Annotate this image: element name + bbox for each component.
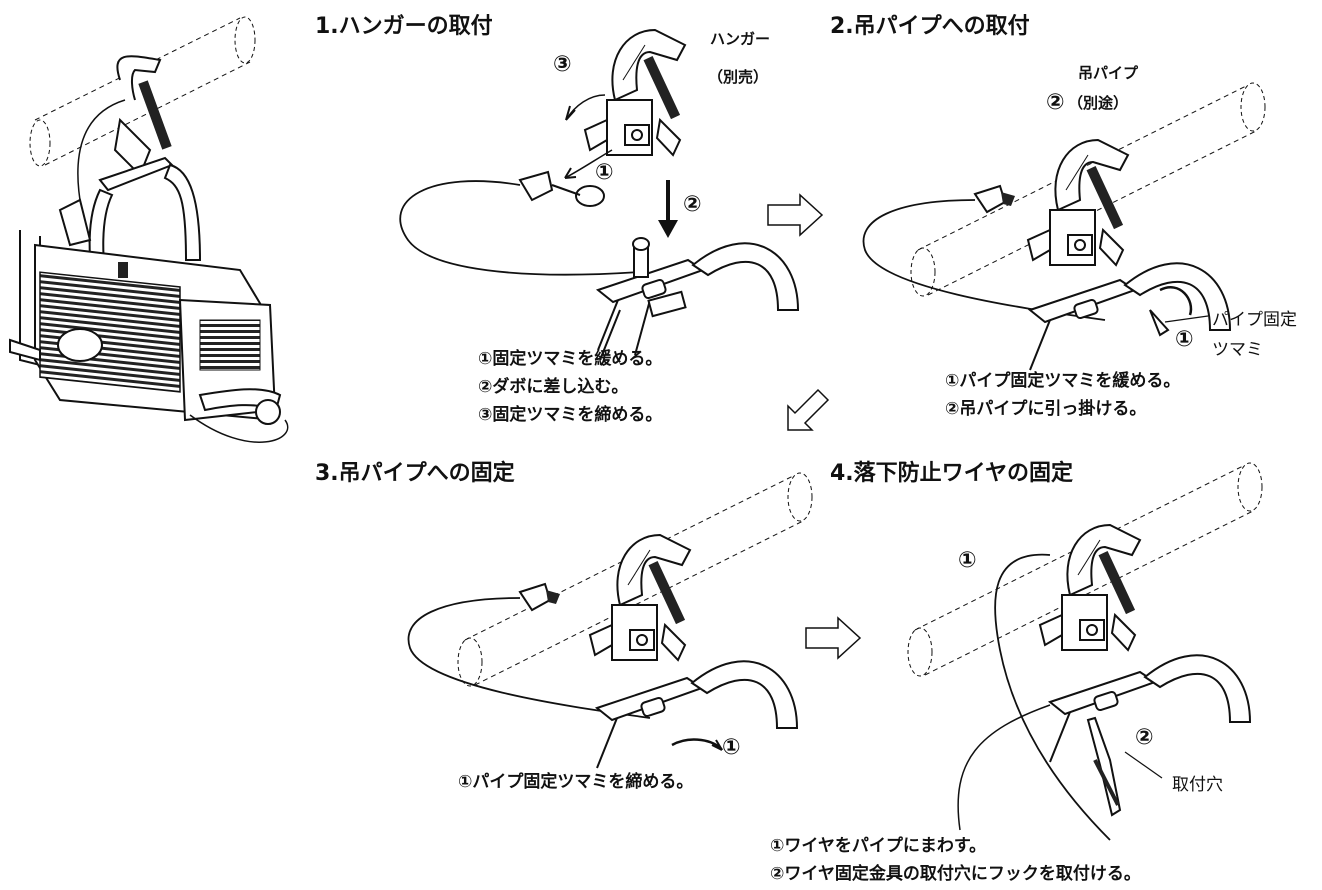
step2-line-2: ②吊パイプに引っ掛ける。 xyxy=(945,399,1147,419)
step4-marker-1: ① xyxy=(958,548,977,573)
step4-marker-2: ② xyxy=(1135,725,1154,750)
step1-line-2: ②ダボに差し込む。 xyxy=(478,377,629,397)
step2-instructions: ①パイプ固定ツマミを緩める。 ②吊パイプに引っ掛ける。 xyxy=(945,367,1180,423)
step1-marker-2: ② xyxy=(683,192,702,217)
step1-marker-3: ③ xyxy=(553,52,572,77)
step1-line-3: ③固定ツマミを締める。 xyxy=(478,405,663,425)
pipe-knob-label-1: パイプ固定 xyxy=(1212,310,1297,330)
step1-illustration xyxy=(399,29,799,361)
step3-illustration xyxy=(407,472,813,769)
mount-hole-label: 取付穴 xyxy=(1172,775,1223,795)
step3-line-1: ①パイプ固定ツマミを締める。 xyxy=(458,772,694,792)
step4-line-2: ②ワイヤ固定金具の取付穴にフックを取付ける。 xyxy=(770,864,1141,884)
step4-instructions: ①ワイヤをパイプにまわす。 ②ワイヤ固定金具の取付穴にフックを取付ける。 xyxy=(770,832,1141,888)
fixture-illustration xyxy=(9,16,289,443)
step4-title: 4.落下防止ワイヤの固定 xyxy=(830,461,1074,486)
step1-title: 1.ハンガーの取付 xyxy=(315,14,493,39)
pipe-label: 吊パイプ xyxy=(1078,64,1139,82)
step4-illustration xyxy=(907,462,1263,841)
step2-marker-2: ② xyxy=(1046,90,1065,115)
step2-line-1: ①パイプ固定ツマミを緩める。 xyxy=(945,371,1181,391)
hanger-label: ハンガー xyxy=(710,30,771,48)
step3-instructions: ①パイプ固定ツマミを締める。 xyxy=(458,768,693,796)
step4-line-1: ①ワイヤをパイプにまわす。 xyxy=(770,836,987,856)
step3-marker-1: ① xyxy=(722,735,741,760)
pipe-knob-label-2: ツマミ xyxy=(1212,340,1263,360)
pipe-sub-label: （別途） xyxy=(1068,94,1129,112)
step2-illustration xyxy=(862,82,1266,371)
step1-instructions: ①固定ツマミを緩める。 ②ダボに差し込む。 ③固定ツマミを締める。 xyxy=(478,345,662,429)
step1-marker-1: ① xyxy=(595,160,614,185)
hanger-sub-label: （別売） xyxy=(708,68,769,86)
step1-line-1: ①固定ツマミを緩める。 xyxy=(478,349,663,369)
step2-title: 2.吊パイプへの取付 xyxy=(830,14,1030,39)
step2-marker-1: ① xyxy=(1175,327,1194,352)
flow-arrows xyxy=(767,193,862,660)
step3-title: 3.吊パイプへの固定 xyxy=(315,461,515,486)
